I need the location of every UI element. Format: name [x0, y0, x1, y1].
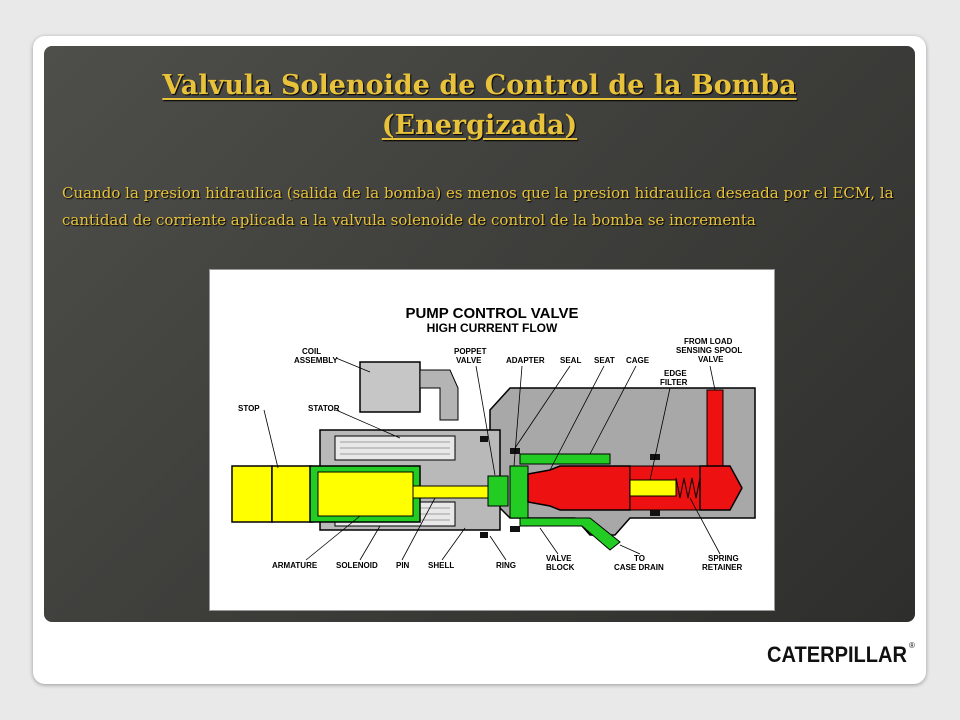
- label-armature: ARMATURE: [272, 561, 318, 570]
- diagram-heading: PUMP CONTROL VALVE: [405, 305, 578, 322]
- slide-title-line2: (Energizada): [381, 110, 578, 141]
- label-case-drain-2: CASE DRAIN: [614, 563, 664, 572]
- label-edge-filter-1: EDGE: [664, 369, 687, 378]
- poppet-red: [527, 465, 631, 511]
- caterpillar-logo-text: CATERPILLAR: [767, 642, 907, 667]
- edge-filter: [629, 479, 677, 497]
- slide-title-line1: Valvula Solenoide de Control de la Bomba: [162, 70, 797, 101]
- stop-body: [271, 465, 313, 523]
- label-shell: SHELL: [428, 561, 454, 570]
- label-solenoid: SOLENOID: [336, 561, 378, 570]
- stop: [231, 465, 273, 523]
- poppet-valve: [487, 475, 509, 507]
- pin: [412, 485, 494, 499]
- coil-bracket: [419, 369, 459, 421]
- label-spring-retainer-1: SPRING: [708, 554, 739, 563]
- coil-connector: [359, 361, 421, 413]
- slide-body-text: Cuando la presion hidraulica (salida de …: [62, 184, 894, 229]
- label-coil-2: ASSEMBLY: [294, 356, 338, 365]
- label-valve-block-1: VALVE: [546, 554, 572, 563]
- diagram-svg: PUMP CONTROL VALVE HIGH CURRENT FLOW: [231, 305, 756, 572]
- slide-title: Valvula Solenoide de Control de la Bomba…: [44, 66, 915, 146]
- label-from-load-3: VALVE: [698, 355, 724, 364]
- spring: [675, 477, 701, 499]
- spring-retainer: [699, 465, 743, 511]
- label-adapter: ADAPTER: [506, 356, 545, 365]
- label-from-load-2: SENSING SPOOL: [676, 346, 742, 355]
- caterpillar-logo: CATERPILLAR ®: [767, 641, 915, 667]
- registered-mark: ®: [909, 641, 915, 650]
- load-sensing-passage: [706, 389, 724, 467]
- label-stop: STOP: [238, 404, 260, 413]
- label-spring-retainer-2: RETAINER: [702, 563, 743, 572]
- pump-control-valve-diagram: PUMP CONTROL VALVE HIGH CURRENT FLOW: [209, 269, 775, 611]
- label-ring: RING: [496, 561, 516, 570]
- label-stator: STATOR: [308, 404, 340, 413]
- armature: [317, 471, 414, 517]
- label-from-load-1: FROM LOAD: [684, 337, 733, 346]
- label-edge-filter-2: FILTER: [660, 378, 688, 387]
- diagram-labels: COIL ASSEMBLY POPPET VALVE ADAPTER SEAL …: [238, 337, 743, 572]
- label-poppet-2: VALVE: [456, 356, 482, 365]
- green-passage-top: [519, 453, 611, 465]
- adapter: [509, 465, 529, 519]
- diagram-subheading: HIGH CURRENT FLOW: [427, 321, 558, 335]
- label-seat: SEAT: [594, 356, 615, 365]
- label-case-drain-1: TO: [634, 554, 645, 563]
- label-seal: SEAL: [560, 356, 581, 365]
- label-valve-block-2: BLOCK: [546, 563, 575, 572]
- label-coil-1: COIL: [302, 347, 321, 356]
- leader-lines: [263, 357, 721, 561]
- label-poppet-1: POPPET: [454, 347, 487, 356]
- label-cage: CAGE: [626, 356, 650, 365]
- label-pin: PIN: [396, 561, 410, 570]
